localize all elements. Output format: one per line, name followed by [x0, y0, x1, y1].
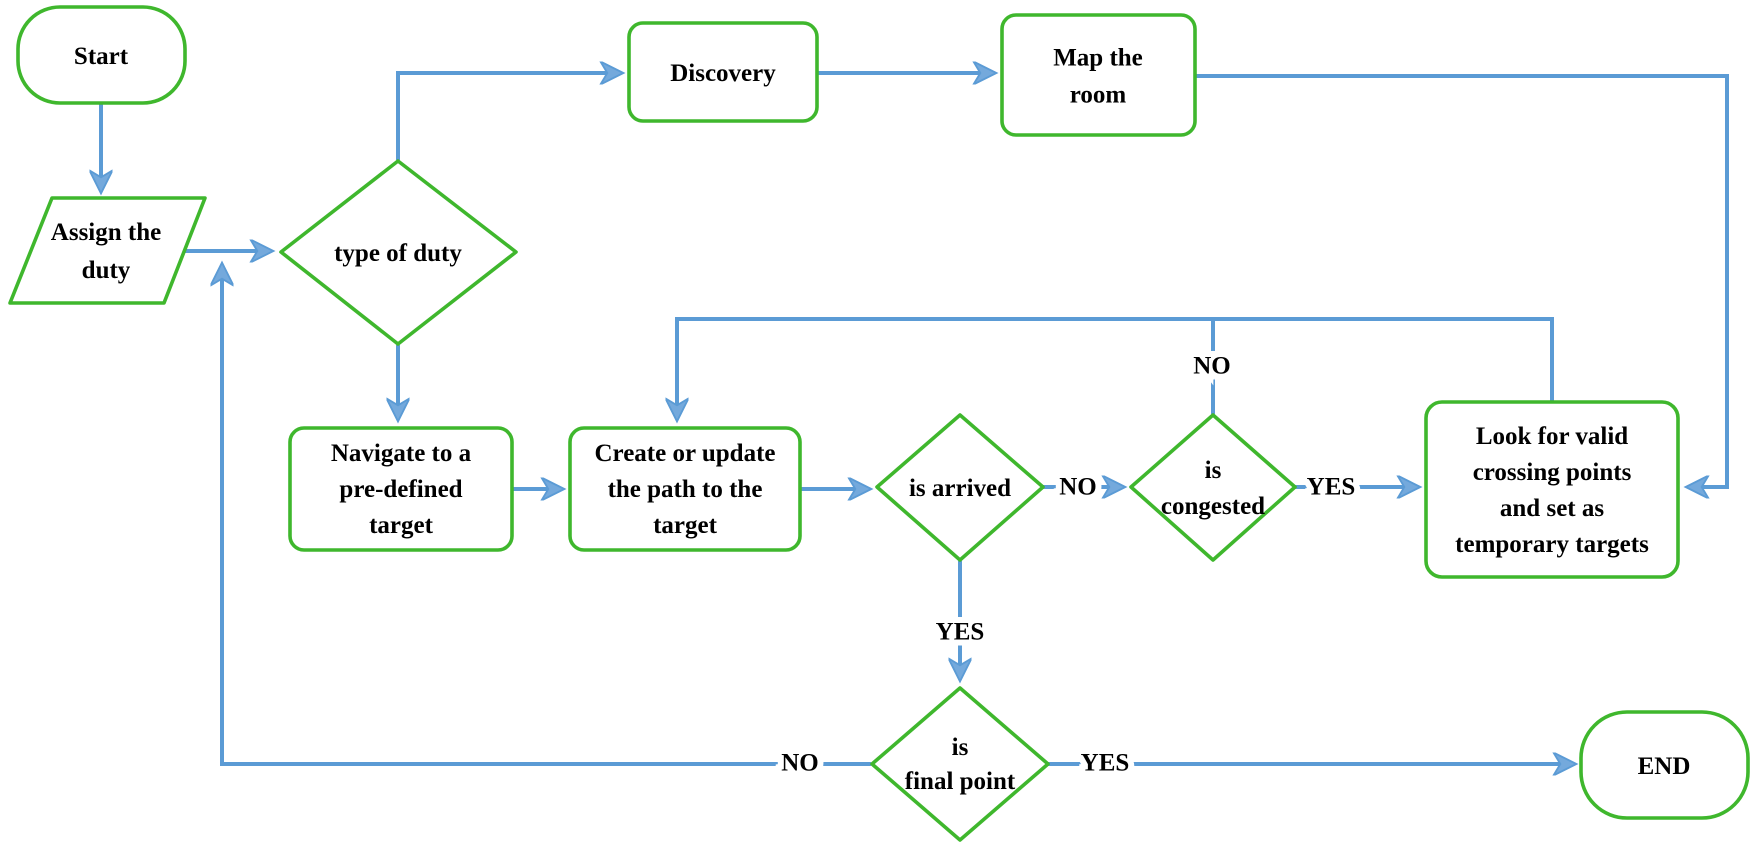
- edge-label-is-final-point-no-loop-to-type-of-duty: NO: [781, 750, 819, 777]
- edge-map-the-room-to-look: [1195, 74, 1729, 487]
- discovery-process-shape: [627, 21, 819, 123]
- type-of-duty-label: type of duty: [334, 240, 462, 267]
- edge-label-is-congested-no-up-to-loop: NO: [1193, 353, 1231, 380]
- node-discovery: Discovery: [627, 21, 819, 123]
- edge-label-is-arrived-yes-to-is-final-point: YES: [936, 619, 985, 646]
- assign-the-duty-io-shape: [8, 196, 207, 305]
- node-type-of-duty: type of duty: [279, 159, 518, 346]
- node-is-arrived: is arrived: [875, 413, 1045, 562]
- edge-label-is-final-point-yes-to-end: YES: [1081, 750, 1130, 777]
- end-label: END: [1638, 753, 1691, 780]
- edge-type-of-duty-to-discovery: [396, 73, 620, 160]
- look-for-valid-crossing-points-process-shape: [1424, 400, 1680, 579]
- edge-label-is-congested-yes-to-look: YES: [1307, 474, 1356, 501]
- node-end: END: [1579, 710, 1750, 820]
- edge-is-final-point-no-loop-to-type-of-duty: [222, 266, 871, 766]
- start-label: Start: [74, 43, 129, 70]
- edge-look-loop-back-to-create: [677, 317, 1554, 418]
- type-of-duty-decision-shape: [279, 159, 518, 346]
- start-terminator-shape: [16, 5, 187, 105]
- is-congested-decision-shape: [1129, 413, 1297, 562]
- end-terminator-shape: [1579, 710, 1750, 820]
- navigate-to-predefined-target-process-shape: [288, 426, 514, 552]
- map-the-room-process-shape: [1000, 13, 1197, 137]
- is-arrived-label: is arrived: [909, 475, 1011, 502]
- discovery-label: Discovery: [670, 60, 776, 87]
- is-final-point-decision-shape: [870, 686, 1050, 842]
- node-start: Start: [16, 5, 187, 105]
- create-or-update-path-process-shape: [568, 426, 802, 552]
- edge-label-is-arrived-no-to-is-congested: NO: [1059, 474, 1097, 501]
- is-arrived-decision-shape: [875, 413, 1045, 562]
